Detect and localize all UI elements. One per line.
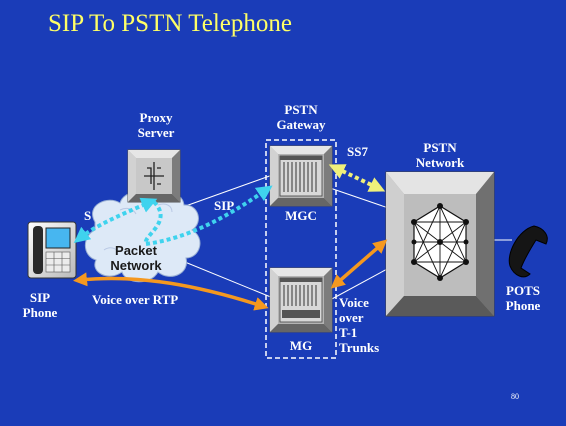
mg-icon	[269, 267, 333, 333]
pots-phone-icon	[508, 225, 548, 278]
voice-t1-line3: T-1	[339, 325, 358, 340]
sip-phone-label: SIP Phone	[14, 290, 66, 320]
ss7-arrow	[328, 164, 386, 192]
sip-partial-edge-label: S	[84, 208, 92, 223]
mg-label: MG	[289, 338, 313, 353]
pots-phone-label-line2: Phone	[505, 298, 541, 313]
ss7-edge-label: SS7	[347, 144, 368, 159]
pots-phone-label: POTS Phone	[494, 283, 552, 313]
rtp-arrow-phone-mg	[73, 272, 269, 311]
packet-network-label-line2: Network	[110, 258, 162, 273]
pstn-network-label-line1: PSTN	[423, 140, 457, 155]
slide-title: SIP To PSTN Telephone	[48, 10, 292, 37]
voice-t1-line1: Voice	[339, 295, 369, 310]
voice-t1-line2: over	[339, 310, 364, 325]
voice-t1-edge-label: Voice over T-1 Trunks	[339, 295, 379, 355]
pstn-network-icon	[385, 171, 495, 317]
sip-signaling-arrows	[73, 185, 273, 246]
sip-edge-label: SIP	[214, 198, 235, 213]
page-number: 80	[511, 392, 519, 401]
rtp-arrows	[73, 239, 388, 311]
proxy-server-label-line2: Server	[137, 125, 175, 140]
line-cloud-to-mg	[179, 259, 279, 301]
pstn-network-label: PSTN Network	[404, 140, 476, 170]
pstn-gateway-label-line2: Gateway	[276, 117, 326, 132]
sip-phone-label-line1: SIP	[29, 290, 51, 305]
proxy-server-label-line1: Proxy	[139, 110, 173, 125]
sip-arrow-to-mgc	[145, 185, 273, 246]
mgc-label: MGC	[285, 208, 317, 223]
proxy-server-label: Proxy Server	[124, 110, 188, 140]
sip-arrow-proxy-curve	[143, 200, 163, 245]
sip-phone-label-line2: Phone	[22, 305, 58, 320]
sip-phone-icon	[27, 221, 77, 279]
pstn-gateway-label: PSTN Gateway	[264, 102, 338, 132]
mesh-network-icon	[411, 203, 469, 281]
pstn-network-label-line2: Network	[415, 155, 465, 170]
pots-phone-label-line1: POTS	[506, 283, 540, 298]
packet-network-label-line1: Packet	[115, 243, 157, 258]
pstn-gateway-label-line1: PSTN	[284, 102, 318, 117]
packet-network-label: Packet Network	[104, 243, 168, 273]
voice-rtp-edge-label: Voice over RTP	[92, 292, 179, 307]
voice-t1-line4: Trunks	[339, 340, 380, 355]
proxy-server-icon	[127, 149, 181, 203]
line-cloud-to-mgc	[179, 172, 279, 209]
t1-arrow-mg-pstn	[330, 239, 388, 289]
mgc-icon	[269, 145, 333, 207]
